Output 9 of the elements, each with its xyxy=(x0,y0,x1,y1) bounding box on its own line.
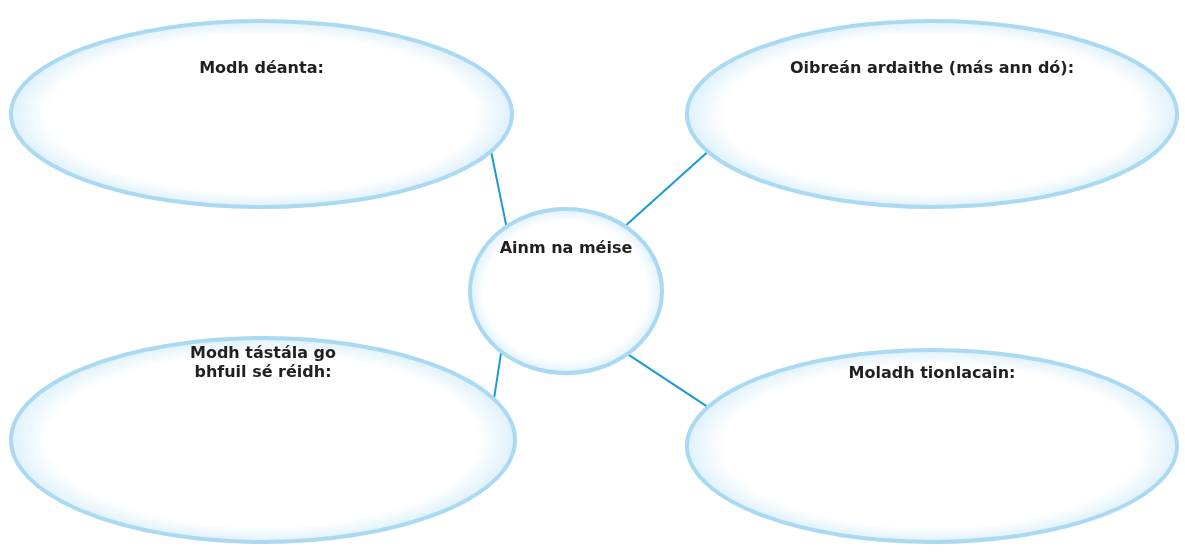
connector-line xyxy=(624,151,709,227)
bubble-heading: Oibreán ardaithe (más ann dó): xyxy=(789,58,1075,78)
connector-line xyxy=(490,151,508,227)
bubble-heading: Moladh tionlacain: xyxy=(848,363,1016,383)
bubble-heading: Modh déanta: xyxy=(199,58,324,78)
bubble-heading: Ainm na méise xyxy=(499,238,633,258)
bubble-heading: Modh tástála go bhfuil sé réidh: xyxy=(188,343,337,382)
connector-line xyxy=(493,351,503,400)
connector-line xyxy=(627,353,709,408)
